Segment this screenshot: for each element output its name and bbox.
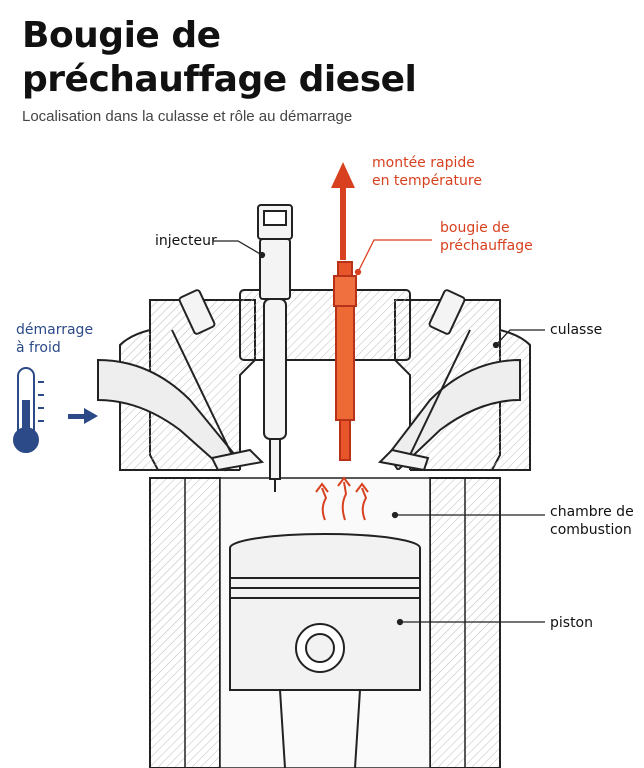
heat-arrows — [315, 476, 369, 521]
label-chamber-2: combustion — [550, 522, 632, 538]
piston — [229, 533, 421, 768]
label-cold-start: démarrage à froid — [16, 321, 93, 357]
label-temp-rise-1: montée rapide — [372, 155, 475, 171]
label-cold-start-1: démarrage — [16, 322, 94, 338]
glow-plug — [333, 261, 357, 461]
label-glow-plug-1: bougie de — [440, 220, 510, 236]
exhaust-valve — [377, 289, 471, 472]
leader-lines — [213, 240, 545, 626]
arrow-right-icon — [68, 408, 98, 424]
page-subtitle: Localisation dans la culasse et rôle au … — [22, 108, 353, 125]
label-injector: injecteur — [155, 233, 217, 249]
label-glow-plug: bougie de préchauffage — [440, 219, 533, 255]
glow-plug-leader — [354, 239, 432, 276]
page-title: Bougie de préchauffage diesel — [22, 14, 622, 102]
thermometer-icon — [13, 367, 44, 453]
label-temp-rise-2: en température — [372, 173, 482, 189]
label-cylinder-head: culasse — [550, 322, 603, 338]
label-glow-plug-2: préchauffage — [440, 238, 533, 254]
title-line-2: préchauffage diesel — [22, 59, 417, 100]
label-piston: piston — [550, 615, 593, 631]
label-chamber-1: chambre de — [550, 504, 634, 520]
intake-valve — [171, 289, 265, 472]
injector — [257, 204, 293, 492]
label-combustion-chamber: chambre de combustion — [550, 503, 634, 539]
label-cold-start-2: à froid — [16, 340, 61, 356]
label-temp-rise: montée rapide en température — [372, 154, 482, 190]
title-line-1: Bougie de — [22, 15, 221, 56]
arrow-up-icon — [331, 162, 355, 260]
